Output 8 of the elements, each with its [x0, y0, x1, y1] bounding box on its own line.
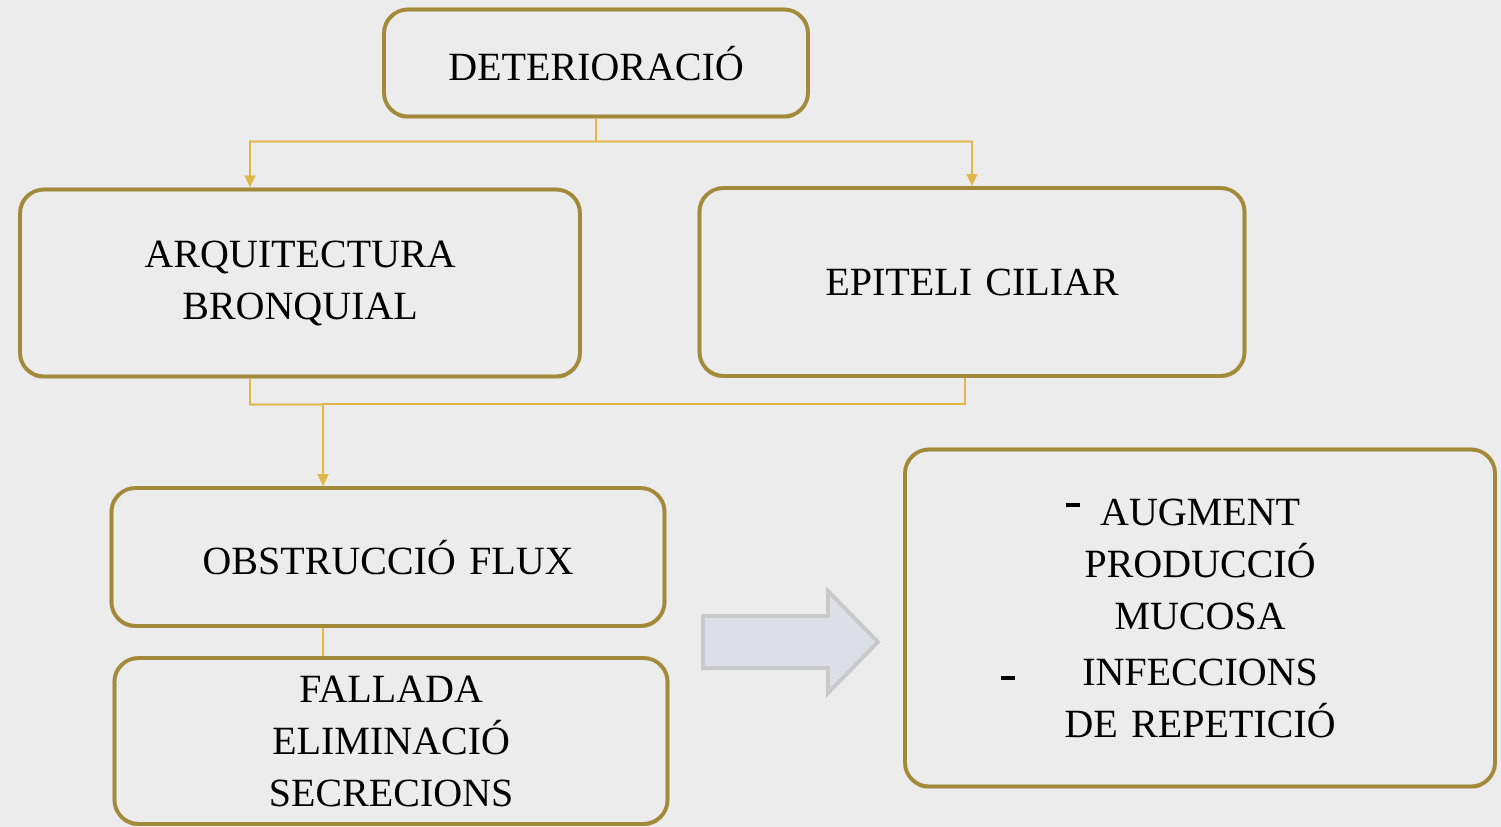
block-arrow	[701, 586, 881, 698]
text-box: OBSTRUCCIÓ FLUX	[109, 486, 667, 628]
text-box: ARQUITECTURA BRONQUIAL	[18, 187, 582, 379]
text-box: FALLADA ELIMINACIÓ SECRECIONS	[112, 656, 670, 826]
connector-line	[322, 627, 324, 657]
text-box: AUGMENT PRODUCCIÓ MUCOSA INFECCIONS DE REPETICIÓ	[903, 447, 1497, 789]
text-box: DETERIORACIÓ	[382, 7, 810, 119]
text-box: EPITELI CILIAR	[697, 186, 1247, 378]
